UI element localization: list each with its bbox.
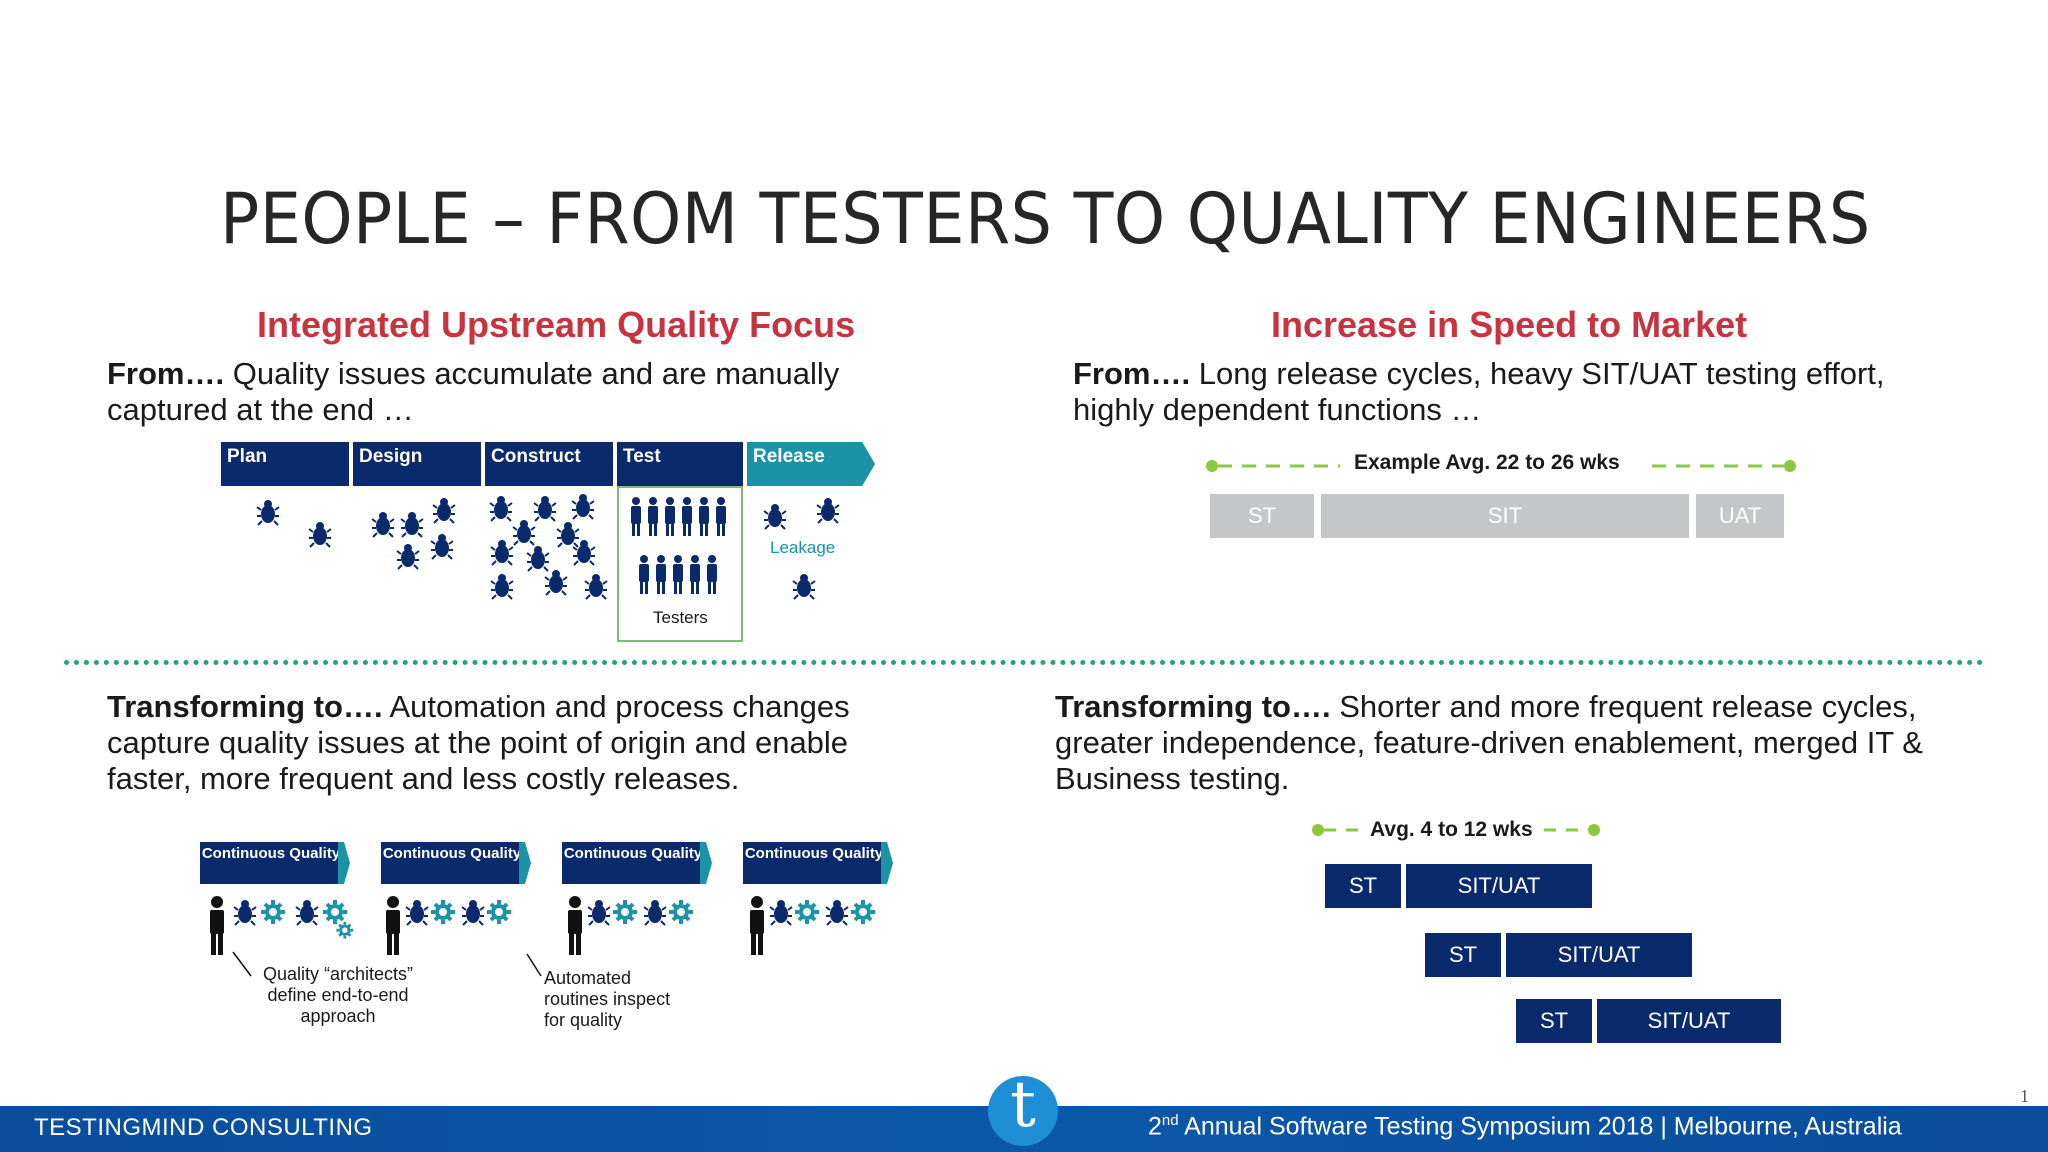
footer-event-text: Annual Software Testing Symposium 2018 |… bbox=[1178, 1112, 1902, 1141]
right-to-text: Shorter and more frequent release cycles… bbox=[1055, 689, 1923, 796]
footer-event-number: 2 bbox=[1148, 1112, 1162, 1141]
right-from-label: From…. bbox=[1073, 356, 1191, 391]
icon-defs bbox=[0, 0, 1, 1]
footer-event-suffix: nd bbox=[1161, 1112, 1179, 1129]
left-to-label: Transforming to…. bbox=[107, 689, 383, 724]
phase-plan: Plan bbox=[221, 442, 349, 486]
continuous-quality-block-1: Continuous Quality bbox=[200, 842, 342, 884]
testingmind-logo: t bbox=[988, 1073, 1058, 1146]
automated-label: Automated routines inspect for quality bbox=[544, 968, 671, 1030]
phase-construct: Construct bbox=[485, 442, 613, 486]
testers-group-icon bbox=[631, 497, 726, 594]
architects-label: Quality “architects” define end-to-end a… bbox=[262, 964, 414, 1026]
new-avg-label: Avg. 4 to 12 wks bbox=[1370, 818, 1533, 841]
new-timeline-dashes bbox=[1312, 824, 1600, 836]
new-st-bar-3: ST bbox=[1516, 999, 1592, 1043]
right-to-label: Transforming to…. bbox=[1055, 689, 1331, 724]
old-st-bar: ST bbox=[1210, 494, 1314, 538]
right-heading: Increase in Speed to Market bbox=[1271, 304, 1748, 345]
footer-company: TESTINGMIND CONSULTING bbox=[34, 1114, 373, 1141]
continuous-quality-block-4: Continuous Quality bbox=[743, 842, 885, 884]
testers-label: Testers bbox=[653, 608, 708, 627]
leakage-label: Leakage bbox=[770, 538, 836, 557]
cq-arrow-1 bbox=[338, 842, 350, 884]
new-st-bar-1: ST bbox=[1325, 864, 1401, 908]
left-from-paragraph: From…. Quality issues accumulate and are… bbox=[107, 356, 887, 428]
quality-engineering-icons bbox=[210, 896, 877, 977]
left-to-paragraph: Transforming to…. Automation and process… bbox=[107, 689, 907, 797]
defects-icon-cluster bbox=[256, 493, 608, 600]
new-sit-uat-bar-2: SIT/UAT bbox=[1506, 933, 1692, 977]
cq-arrow-4 bbox=[881, 842, 893, 884]
left-to-text: Automation and process changes capture q… bbox=[107, 689, 850, 796]
phase-release: Release bbox=[747, 442, 875, 486]
left-heading: Integrated Upstream Quality Focus bbox=[257, 304, 856, 345]
old-sit-bar: SIT bbox=[1321, 494, 1689, 538]
slide-title: PEOPLE – FROM TESTERS TO QUALITY ENGINEE… bbox=[220, 178, 1871, 260]
phase-design: Design bbox=[353, 442, 481, 486]
footer-event: 2nd Annual Software Testing Symposium 20… bbox=[1148, 1112, 1902, 1141]
continuous-quality-block-2: Continuous Quality bbox=[381, 842, 523, 884]
new-st-bar-2: ST bbox=[1425, 933, 1501, 977]
right-from-paragraph: From…. Long release cycles, heavy SIT/UA… bbox=[1073, 356, 1953, 428]
leaked-defects-icon-cluster bbox=[763, 497, 840, 600]
old-uat-bar: UAT bbox=[1696, 494, 1784, 538]
phase-test: Test bbox=[617, 442, 743, 486]
left-from-label: From…. bbox=[107, 356, 225, 391]
cq-arrow-2 bbox=[519, 842, 531, 884]
right-to-paragraph: Transforming to…. Shorter and more frequ… bbox=[1055, 689, 1955, 797]
right-from-text: Long release cycles, heavy SIT/UAT testi… bbox=[1073, 356, 1885, 427]
new-sit-uat-bar-1: SIT/UAT bbox=[1406, 864, 1592, 908]
page-number: 1 bbox=[2020, 1086, 2029, 1106]
section-divider bbox=[64, 660, 1984, 665]
example-avg-label: Example Avg. 22 to 26 wks bbox=[1354, 451, 1620, 474]
cq-arrow-3 bbox=[700, 842, 712, 884]
continuous-quality-block-3: Continuous Quality bbox=[562, 842, 704, 884]
new-sit-uat-bar-3: SIT/UAT bbox=[1597, 999, 1781, 1043]
testers-box bbox=[617, 486, 743, 642]
left-from-text: Quality issues accumulate and are manual… bbox=[107, 356, 840, 427]
example-timeline-dashes bbox=[1206, 460, 1796, 472]
